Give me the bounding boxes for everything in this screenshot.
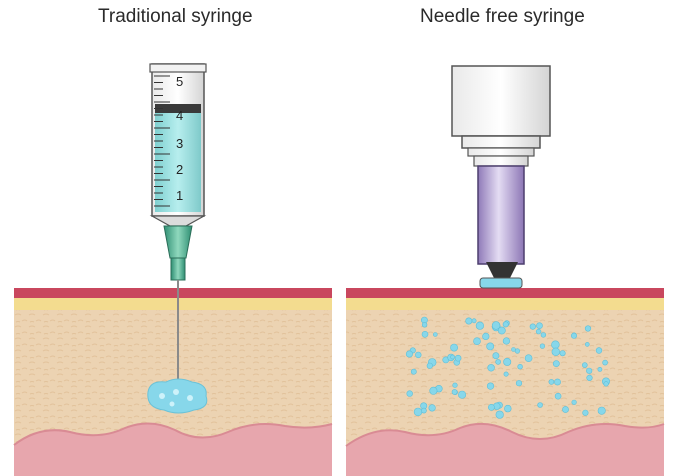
droplet (428, 404, 436, 412)
droplet (452, 382, 458, 388)
droplet (406, 390, 413, 397)
droplet (602, 359, 608, 366)
subepidermis-layer (346, 298, 664, 310)
droplet (597, 406, 606, 415)
droplet (584, 325, 592, 332)
droplet (410, 368, 417, 375)
needle-hub (163, 225, 193, 259)
injected-liquid-pool (147, 378, 208, 414)
scale-number: 1 (176, 188, 183, 203)
syringe-liquid (155, 112, 201, 212)
droplet (581, 362, 588, 368)
injector-body (451, 65, 551, 137)
droplet (482, 332, 490, 341)
droplet (495, 359, 501, 365)
droplet (537, 402, 543, 408)
left-skin-cross-section (13, 288, 333, 476)
droplet (426, 362, 433, 369)
droplet (603, 381, 609, 387)
muscle-layer (14, 423, 332, 476)
droplet (413, 407, 423, 417)
syringe-plunger-stopper (155, 104, 201, 113)
droplet (421, 330, 429, 338)
droplet (515, 380, 523, 387)
traditional-syringe: 5 4 3 2 1 (147, 63, 208, 414)
droplet (559, 350, 566, 357)
droplet (491, 321, 501, 330)
droplet (582, 409, 589, 416)
droplet (511, 347, 516, 352)
droplet (570, 332, 577, 339)
droplet (487, 403, 495, 411)
droplet (486, 382, 495, 390)
droplet (415, 351, 422, 359)
droplet (586, 374, 593, 382)
droplet (597, 366, 603, 372)
droplet (458, 390, 467, 399)
injector-nozzle (486, 262, 518, 278)
droplet (554, 392, 562, 400)
droplet (504, 404, 512, 413)
droplet (551, 340, 560, 349)
droplet (454, 354, 462, 362)
droplet (586, 367, 593, 374)
droplet (486, 342, 495, 351)
droplet (503, 371, 509, 377)
scale-number: 3 (176, 136, 183, 151)
droplet (421, 407, 427, 414)
droplet (517, 364, 523, 370)
scale-number: 5 (176, 74, 183, 89)
subepidermis-layer (14, 298, 332, 310)
dispersed-droplets (405, 316, 610, 419)
droplet (524, 354, 533, 363)
traditional-syringe-title: Traditional syringe (98, 6, 253, 27)
droplet (562, 406, 569, 413)
droplet (552, 360, 560, 367)
droplet (421, 322, 428, 328)
droplet (595, 347, 603, 354)
droplet (548, 379, 555, 385)
scale-number: 4 (176, 108, 183, 123)
droplet (405, 350, 413, 358)
droplet (584, 342, 590, 347)
droplet (492, 352, 500, 360)
droplet (429, 386, 438, 395)
droplet (502, 337, 511, 345)
droplet (450, 343, 458, 352)
droplet (451, 389, 458, 395)
droplet (536, 322, 543, 330)
droplet (487, 364, 495, 372)
droplet (475, 321, 485, 330)
droplet (502, 321, 509, 328)
droplet (535, 328, 542, 335)
injector-ampoule (477, 165, 525, 265)
droplet (497, 326, 506, 335)
droplet (539, 343, 546, 349)
scale-number: 2 (176, 162, 183, 177)
droplet (551, 347, 560, 356)
right-skin-cross-section (345, 288, 665, 476)
droplet (473, 337, 481, 346)
droplet (471, 318, 477, 324)
needle-free-injector (451, 65, 551, 289)
droplet (529, 323, 536, 330)
droplet (571, 399, 577, 405)
droplet (495, 410, 504, 419)
droplet (554, 378, 561, 386)
droplet (540, 332, 547, 338)
needle-free-syringe-title: Needle free syringe (420, 6, 585, 27)
syringe-plunger-top (149, 63, 207, 73)
droplet (450, 354, 455, 360)
droplet (432, 332, 438, 337)
droplet (465, 317, 473, 325)
epidermis-layer (14, 288, 332, 298)
epidermis-layer (346, 288, 664, 298)
droplet (503, 357, 512, 366)
muscle-layer (346, 423, 664, 476)
